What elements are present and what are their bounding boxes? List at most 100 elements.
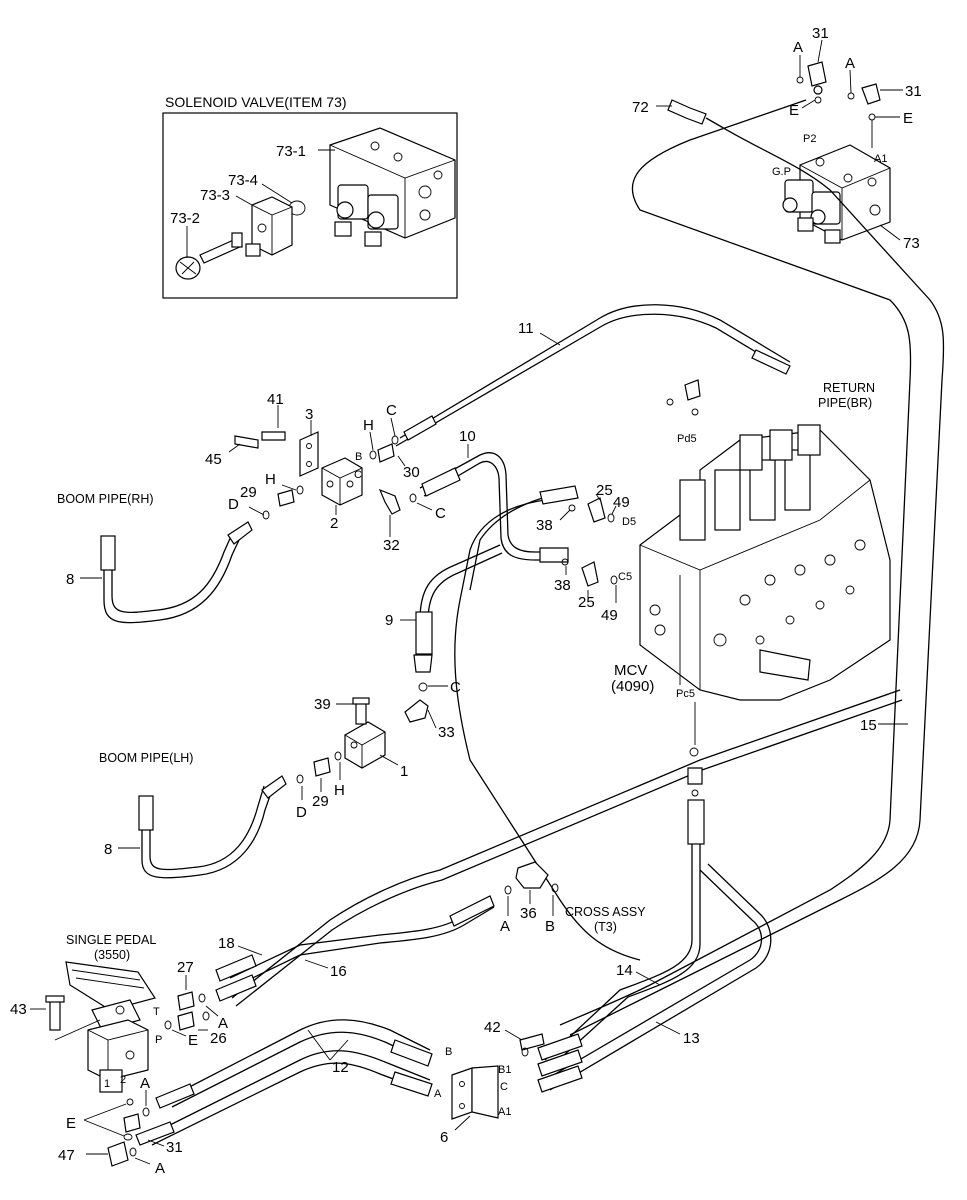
letter-c-1: C bbox=[386, 402, 397, 419]
letter-e-pedal: E bbox=[188, 1032, 198, 1049]
solenoid-valve-73: P2 G.P A1 73 bbox=[772, 133, 920, 252]
callout-16: 16 bbox=[330, 963, 347, 980]
hose-callouts: 11 10 9 8 8 15 BOOM PIPE(RH) BOOM PIPE(L… bbox=[57, 320, 908, 858]
boom-pipe-rh: BOOM PIPE(RH) bbox=[57, 492, 154, 506]
callout-15: 15 bbox=[860, 717, 877, 734]
bottom-left-fittings: A E 47 A 31 bbox=[58, 1075, 183, 1177]
port-b1-block6: B1 bbox=[498, 1064, 511, 1076]
solenoid-valve-inset: SOLENOID VALVE(ITEM 73) bbox=[162, 94, 458, 299]
callout-13: 13 bbox=[683, 1030, 700, 1047]
callout-42: 42 bbox=[484, 1019, 501, 1036]
callout-31-bottom: 31 bbox=[166, 1139, 183, 1156]
screw-73-2 bbox=[175, 232, 243, 280]
callout-12: 12 bbox=[332, 1059, 349, 1076]
port-a1-block6: A1 bbox=[498, 1106, 511, 1118]
letter-b-cross: B bbox=[545, 918, 555, 935]
callout-49-upper: 49 bbox=[613, 494, 630, 511]
port-t-pedal: T bbox=[153, 1006, 160, 1018]
callout-8-lower: 8 bbox=[104, 841, 112, 858]
callout-39: 39 bbox=[314, 696, 331, 713]
callout-32: 32 bbox=[383, 537, 400, 554]
cross-assy-number: (T3) bbox=[594, 920, 617, 934]
callout-38-lower: 38 bbox=[554, 577, 571, 594]
callout-36: 36 bbox=[520, 905, 537, 922]
port-1-pedal: 1 bbox=[104, 1078, 110, 1090]
port-gp: G.P bbox=[772, 166, 791, 178]
port-2-pedal: 2 bbox=[120, 1074, 126, 1086]
port-d5: D5 bbox=[622, 516, 636, 528]
callouts-18-16: 18 16 bbox=[218, 935, 347, 980]
block-2: B C 2 bbox=[321, 451, 363, 532]
single-pedal-3550: SINGLE PEDAL (3550) T P 1 2 43 bbox=[10, 933, 162, 1093]
callout-25-lower: 25 bbox=[578, 594, 595, 611]
callout-9: 9 bbox=[385, 612, 393, 629]
callout-29-upper: 29 bbox=[240, 484, 257, 501]
mcv-4090: MCV (4090) bbox=[611, 424, 891, 701]
callout-43: 43 bbox=[10, 1001, 27, 1018]
callout-30: 30 bbox=[403, 464, 420, 481]
callout-73: 73 bbox=[903, 235, 920, 252]
block-3: 41 3 45 bbox=[205, 391, 319, 477]
letter-a-bottom-2: A bbox=[155, 1160, 165, 1177]
letter-a-bottom-1: A bbox=[140, 1075, 150, 1092]
callout-41: 41 bbox=[267, 391, 284, 408]
fittings-top-right: 31 A A 31 E E bbox=[789, 25, 922, 148]
callout-31-right: 31 bbox=[905, 83, 922, 100]
callout-73-2: 73-2 bbox=[170, 210, 200, 227]
letter-a-top-2: A bbox=[845, 55, 855, 72]
callout-73-1: 73-1 bbox=[276, 143, 306, 160]
callout-27: 27 bbox=[177, 959, 194, 976]
mcv-label: MCV bbox=[614, 662, 647, 679]
hose-lines bbox=[100, 99, 945, 1146]
callout-47: 47 bbox=[58, 1147, 75, 1164]
port-pd5: Pd5 bbox=[677, 433, 697, 445]
callout-8-upper: 8 bbox=[66, 571, 74, 588]
callout-3: 3 bbox=[305, 406, 313, 423]
fitting-72: 72 bbox=[632, 99, 707, 125]
callout-72: 72 bbox=[632, 99, 649, 116]
solenoid-valve-body bbox=[329, 127, 456, 247]
fitting-42: 42 bbox=[484, 1019, 545, 1057]
clamps-25-38-49: 25 49 D5 38 38 25 C5 49 bbox=[536, 482, 636, 624]
port-c-block2: C bbox=[354, 469, 362, 481]
callout-6: 6 bbox=[440, 1129, 448, 1146]
block-6: B A B1 C A1 6 bbox=[434, 1046, 511, 1146]
solenoid-box-title: SOLENOID VALVE(ITEM 73) bbox=[165, 94, 347, 110]
letter-h-2: H bbox=[265, 471, 276, 488]
return-pipe-line1: RETURN bbox=[823, 381, 875, 395]
letter-c-3: C bbox=[450, 679, 461, 696]
callouts-14-13: 14 13 bbox=[616, 962, 700, 1047]
callout-73-4: 73-4 bbox=[228, 172, 258, 189]
letter-h-3: H bbox=[334, 782, 345, 799]
letter-a-cross: A bbox=[500, 918, 510, 935]
callout-33: 33 bbox=[438, 724, 455, 741]
callout-26: 26 bbox=[210, 1030, 227, 1047]
cross-assy-36: A 36 B CROSS ASSY (T3) bbox=[500, 861, 646, 935]
callout-45: 45 bbox=[205, 451, 222, 468]
boom-pipe-lh: BOOM PIPE(LH) bbox=[99, 751, 193, 765]
pedal-fittings: 27 A 26 E bbox=[164, 959, 228, 1049]
return-pipe-line2: PIPE(BR) bbox=[818, 396, 872, 410]
callout-10: 10 bbox=[459, 428, 476, 445]
callout-2: 2 bbox=[330, 515, 338, 532]
letter-c-2: C bbox=[435, 505, 446, 522]
return-pipe-note: RETURN PIPE(BR) bbox=[818, 381, 875, 410]
block-73-3 bbox=[245, 196, 293, 257]
cross-assy-label: CROSS ASSY bbox=[565, 905, 646, 919]
callout-11: 11 bbox=[518, 320, 534, 337]
pedal-label: SINGLE PEDAL bbox=[66, 933, 156, 947]
callout-29-lower: 29 bbox=[312, 793, 329, 810]
block-1: 39 33 1 C bbox=[314, 679, 461, 780]
callout-1: 1 bbox=[400, 763, 408, 780]
letter-d-1: D bbox=[228, 496, 239, 513]
callout-73-3: 73-3 bbox=[200, 187, 230, 204]
mcv-port-fittings: Pd5 Pc5 bbox=[666, 379, 703, 797]
port-c-block6: C bbox=[500, 1081, 508, 1093]
port-p-pedal: P bbox=[155, 1034, 162, 1046]
port-b-block2: B bbox=[355, 451, 362, 463]
pedal-number: (3550) bbox=[94, 948, 130, 962]
port-b-block6: B bbox=[445, 1046, 452, 1058]
block-1-fittings: H 29 D bbox=[296, 751, 345, 821]
letter-a-top-1: A bbox=[793, 39, 803, 56]
